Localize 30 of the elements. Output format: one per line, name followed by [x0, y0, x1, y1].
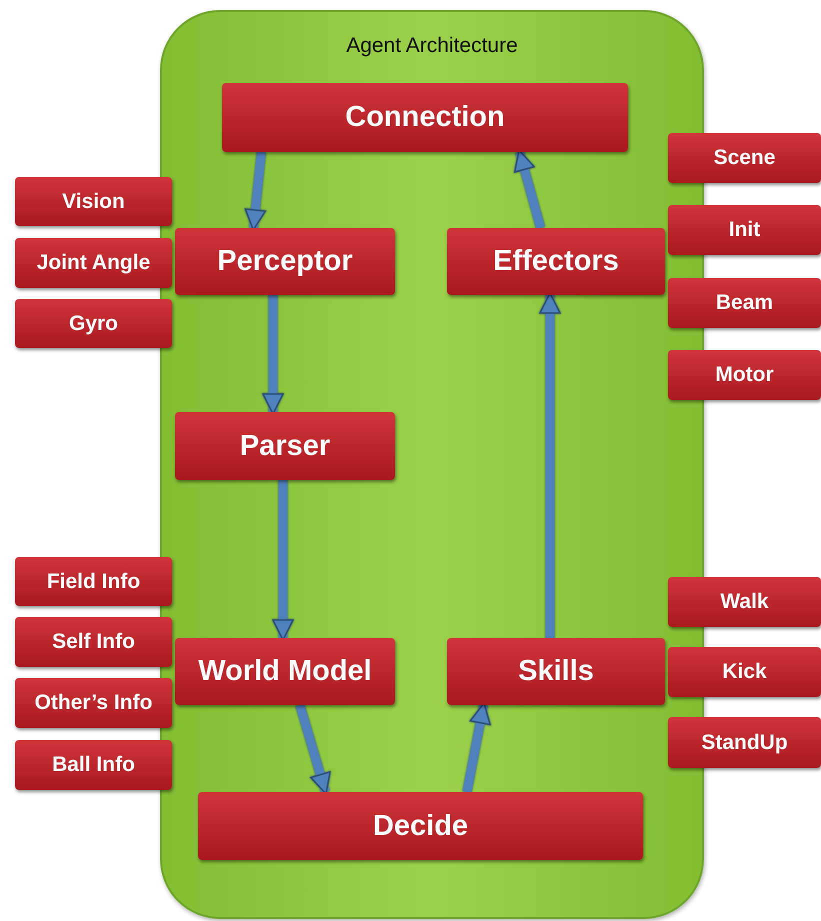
process-box: Skills [447, 638, 665, 705]
info-box: Ball Info [15, 740, 172, 790]
process-box: Parser [175, 412, 395, 480]
info-box: Init [668, 205, 821, 255]
info-box: Walk [668, 577, 821, 627]
info-box: Scene [668, 133, 821, 183]
panel-title: Agent Architecture [346, 34, 518, 58]
info-box: Motor [668, 350, 821, 400]
info-box: Self Info [15, 617, 172, 667]
process-box: Connection [222, 83, 628, 152]
process-box: World Model [175, 638, 395, 705]
arrow [272, 480, 294, 641]
process-box: Decide [198, 792, 643, 860]
info-box: Gyro [15, 299, 172, 348]
process-box: Perceptor [175, 228, 395, 295]
info-box: Other’s Info [15, 678, 172, 728]
arrow [262, 295, 284, 415]
info-box: StandUp [668, 717, 821, 768]
arrow [514, 149, 546, 230]
info-box: Vision [15, 177, 172, 226]
info-box: Beam [668, 278, 821, 328]
container-panel [160, 10, 704, 919]
arrow [244, 152, 266, 231]
info-box: Field Info [15, 557, 172, 606]
process-box: Effectors [447, 228, 665, 295]
info-box: Kick [668, 647, 821, 697]
arrow [539, 292, 561, 638]
arrow [462, 702, 491, 793]
info-box: Joint Angle [15, 238, 172, 288]
arrow [296, 704, 331, 795]
